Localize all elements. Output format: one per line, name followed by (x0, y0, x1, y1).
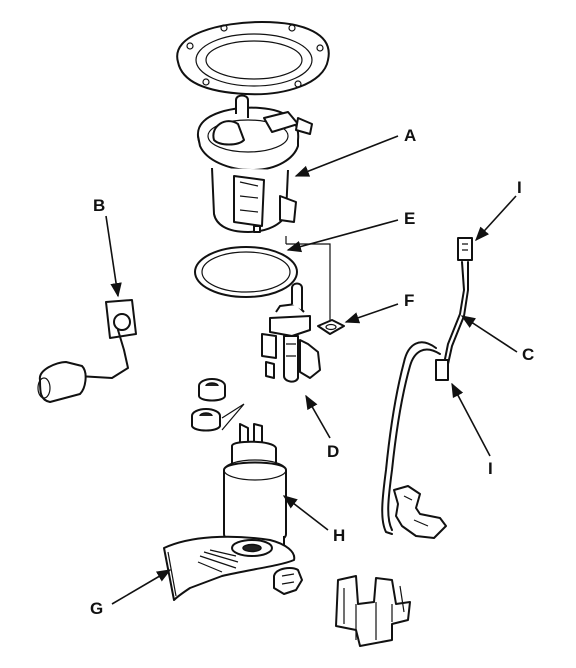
callout-D: D (327, 442, 339, 461)
regulator-assembly (261, 282, 321, 383)
callout-H: H (333, 526, 345, 545)
leader-D (305, 394, 331, 439)
o-ring (194, 246, 298, 298)
callout-G: G (90, 599, 103, 618)
wire-harness (381, 237, 473, 539)
pump-assembly-top (196, 94, 313, 233)
fuel-level-sender (37, 299, 137, 403)
callout-E: E (404, 209, 415, 228)
leader-I-upper (475, 195, 517, 242)
fuel-pump (223, 423, 287, 555)
leader-H (282, 495, 329, 531)
leader-I-lower (451, 382, 491, 457)
callout-C: C (522, 345, 534, 364)
callout-F: F (404, 291, 414, 310)
callout-B: B (93, 196, 105, 215)
callout-I-upper: I (517, 178, 522, 197)
leader-G (111, 569, 172, 605)
washer (317, 319, 345, 335)
callout-I-lower: I (488, 459, 493, 478)
leader-E (286, 219, 399, 253)
retainer-clip (273, 567, 303, 595)
leader-C (460, 315, 518, 353)
flange-gasket (176, 21, 330, 96)
inlet-seals (191, 378, 245, 432)
mounting-bracket (335, 575, 411, 647)
leader-B (105, 215, 122, 298)
fuel-strainer (163, 535, 296, 601)
callout-A: A (404, 126, 416, 145)
leader-A (294, 135, 399, 177)
leader-F (344, 303, 399, 324)
